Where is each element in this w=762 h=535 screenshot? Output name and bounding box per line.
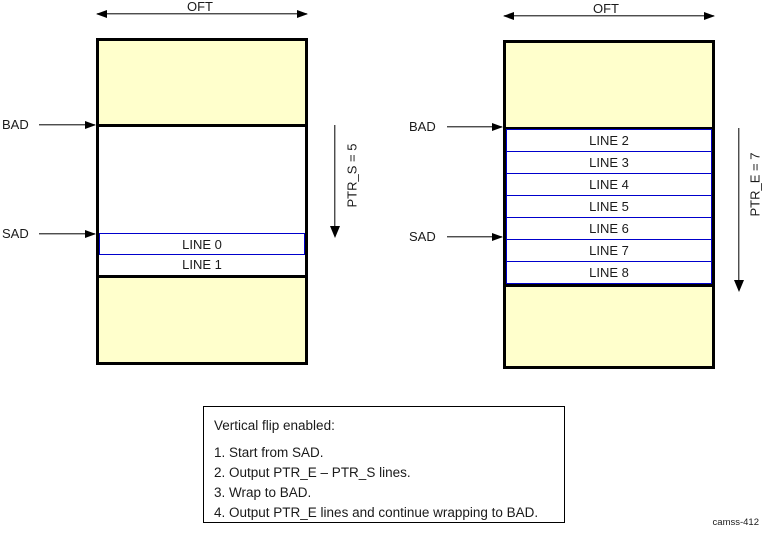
right-line-row-7: LINE 7 [506, 239, 712, 262]
right-bad-pointer-arrow [446, 122, 503, 132]
note-step-3: 3. Wrap to BAD. [214, 485, 312, 500]
note-step-4: 4. Output PTR_E lines and continue wrapp… [214, 505, 539, 520]
right-buffer-rect: LINE 2 LINE 3 LINE 4 LINE 5 LINE 6 LINE … [503, 40, 715, 369]
right-oft-width-arrow [503, 11, 715, 21]
right-bad-label: BAD [409, 119, 436, 134]
left-bottom-offset-region [99, 278, 305, 362]
arrow-right-icon [492, 123, 503, 131]
right-line-row-6: LINE 6 [506, 217, 712, 240]
left-bad-boundary-line [99, 124, 305, 127]
right-ptr-e-label: PTR_E = 7 [747, 152, 762, 217]
left-bottom-boundary-line [99, 275, 305, 278]
arrow-right-icon [297, 10, 308, 18]
left-line-row-0: LINE 0 [99, 233, 305, 255]
note-title: Vertical flip enabled: [214, 418, 335, 433]
right-bottom-boundary-line [506, 284, 712, 287]
right-top-offset-region [506, 43, 712, 127]
right-line-row-5: LINE 5 [506, 195, 712, 218]
right-line-row-4: LINE 4 [506, 173, 712, 196]
left-ptr-s-arrow [329, 125, 341, 238]
left-line-row-1: LINE 1 [99, 255, 305, 275]
arrow-right-icon [85, 230, 96, 238]
left-sad-pointer-arrow [38, 229, 96, 239]
left-bad-pointer-arrow [38, 120, 96, 130]
arrow-down-icon [734, 280, 744, 292]
right-sad-label: SAD [409, 229, 436, 244]
right-line-row-3: LINE 3 [506, 151, 712, 174]
arrow-down-icon [330, 226, 340, 238]
left-unwritten-region [99, 127, 305, 233]
arrow-right-icon [704, 12, 715, 20]
left-oft-label: OFT [187, 0, 213, 14]
right-oft-label: OFT [593, 1, 619, 16]
left-bad-label: BAD [2, 117, 29, 132]
left-sad-label: SAD [2, 226, 29, 241]
right-bottom-offset-region [506, 287, 712, 366]
vertical-flip-note-box: Vertical flip enabled: 1. Start from SAD… [203, 406, 565, 523]
arrow-right-icon [492, 233, 503, 241]
note-step-1: 1. Start from SAD. [214, 445, 324, 460]
right-sad-pointer-arrow [446, 232, 503, 242]
arrow-right-icon [85, 121, 96, 129]
right-line-row-2: LINE 2 [506, 129, 712, 152]
left-oft-width-arrow [96, 9, 308, 19]
left-buffer-rect: LINE 0 LINE 1 [96, 38, 308, 365]
right-line-row-8: LINE 8 [506, 261, 712, 284]
note-step-2: 2. Output PTR_E – PTR_S lines. [214, 465, 411, 480]
left-top-offset-region [99, 41, 305, 124]
right-ptr-e-arrow [733, 128, 745, 292]
right-bad-boundary-line [506, 127, 712, 129]
left-ptr-s-label: PTR_S = 5 [344, 143, 360, 208]
figure-id-label: camss-412 [712, 517, 759, 528]
